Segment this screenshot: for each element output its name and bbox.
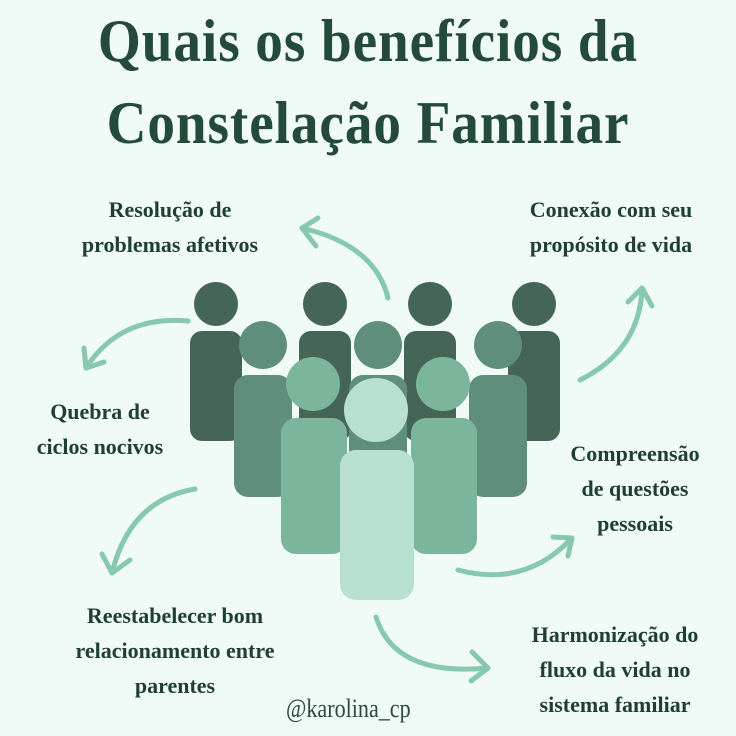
benefit-line: problemas afetivos xyxy=(81,232,259,257)
benefit-line: Harmonização do xyxy=(531,622,699,647)
benefit-line: ciclos nocivos xyxy=(36,434,164,459)
title-line-2: Constelação Familiar xyxy=(106,90,630,156)
benefit-quebra: Quebra de ciclos nocivos xyxy=(5,394,195,464)
benefit-resolucao: Resolução de problemas afetivos xyxy=(50,192,290,262)
author-handle: @karolina_cp xyxy=(286,694,411,723)
benefit-line: Resolução de xyxy=(108,197,232,222)
benefit-line: pessoais xyxy=(597,511,673,536)
benefit-reestabelecer: Reestabelecer bom relacionamento entre p… xyxy=(30,598,320,703)
benefit-line: de questões xyxy=(581,476,689,501)
benefit-harmonizacao: Harmonização do fluxo da vida no sistema… xyxy=(500,617,730,722)
title-line-1: Quais os benefícios da xyxy=(97,8,639,74)
benefit-line: parentes xyxy=(134,673,216,698)
benefit-line: fluxo da vida no xyxy=(539,657,691,682)
benefit-line: relacionamento entre xyxy=(75,638,275,663)
benefit-conexao: Conexão com seu propósito de vida xyxy=(496,192,726,262)
benefit-line: sistema familiar xyxy=(539,692,691,717)
benefit-line: Compreensão xyxy=(570,441,700,466)
benefit-line: Quebra de xyxy=(50,399,150,424)
benefit-line: Conexão com seu xyxy=(529,197,693,222)
benefit-compreensao: Compreensão de questões pessoais xyxy=(540,436,730,541)
curved-arrow-icon xyxy=(81,215,655,684)
benefit-line: Reestabelecer bom xyxy=(86,603,264,628)
benefit-line: propósito de vida xyxy=(529,232,693,257)
